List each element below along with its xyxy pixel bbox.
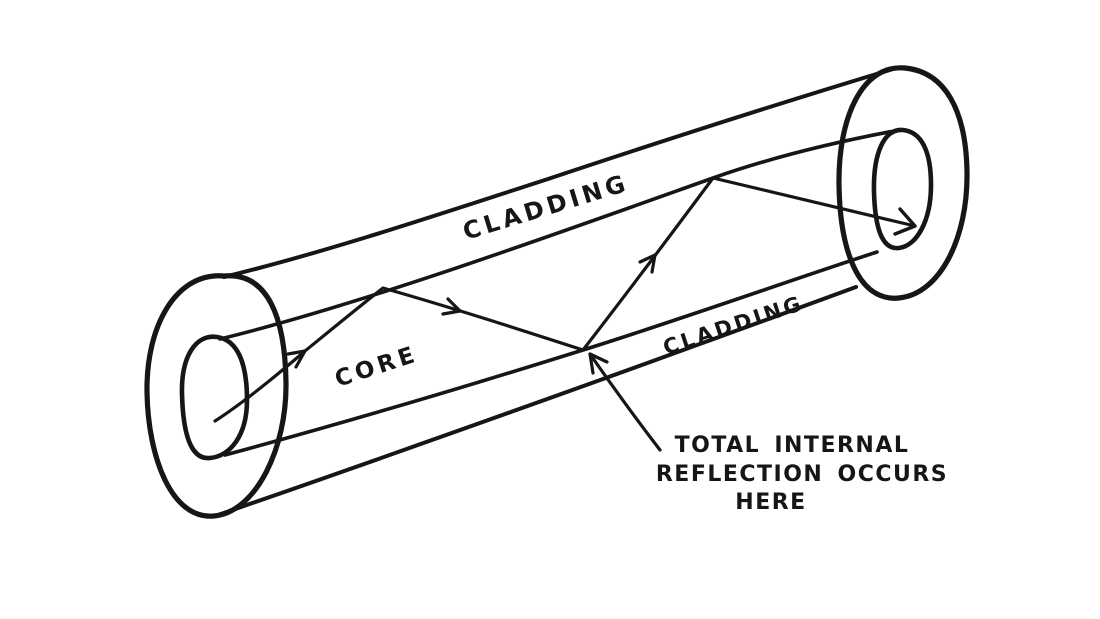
core-label: CORE: [332, 341, 422, 392]
linework: [144, 65, 970, 519]
light-ray-arrowhead-2: [441, 297, 462, 316]
annotation-line-2: REFLECTION OCCURS: [656, 462, 948, 487]
fiber-core-bottom-boundary: [223, 250, 879, 457]
light-ray-arrowhead-4: [893, 207, 917, 236]
annotation-arrowhead: [588, 352, 609, 375]
annotation-arrow: [588, 352, 662, 452]
fiber-bottom-outer-edge: [216, 285, 858, 517]
annotation-line-1: TOTAL INTERNAL: [675, 433, 910, 458]
annotation-line-3: HERE: [735, 490, 806, 515]
left-end-core-ellipse: [179, 334, 250, 461]
fiber-top-outer-edge: [222, 67, 895, 279]
right-end-core-ellipse: [871, 127, 934, 251]
fiber-core-top-boundary: [218, 129, 896, 341]
right-end-outer-ellipse: [836, 65, 970, 301]
light-ray-arrowhead-1: [286, 349, 307, 369]
light-ray-arrowhead-3: [638, 253, 657, 274]
annotation-text: TOTAL INTERNAL REFLECTION OCCURS HERE: [656, 433, 948, 515]
left-end-outer-ellipse: [144, 273, 289, 519]
